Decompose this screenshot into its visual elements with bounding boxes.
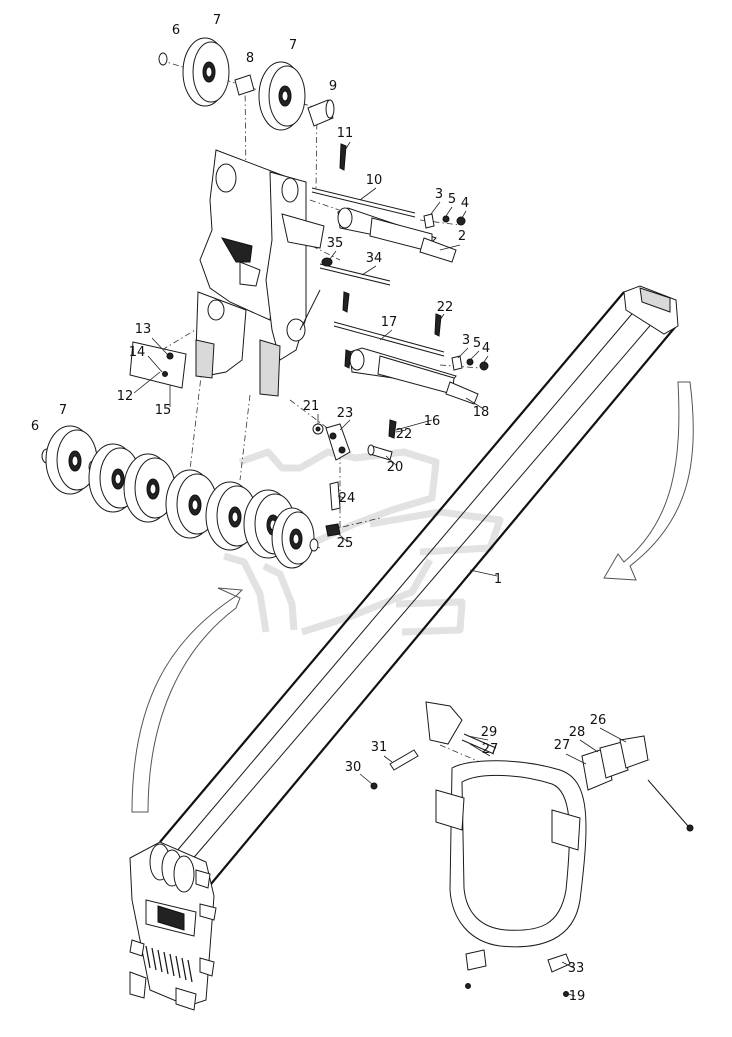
boom-head-frame (195, 149, 325, 397)
cylinder-2 (337, 207, 461, 263)
callout-6: 6 (31, 419, 39, 434)
callout-20: 20 (387, 460, 404, 475)
plate-24 (329, 481, 345, 511)
nut-35 (321, 250, 337, 267)
callout-7: 7 (213, 13, 221, 28)
callout-27: 27 (554, 738, 571, 753)
callout-15: 15 (155, 403, 172, 418)
callout-17: 17 (381, 315, 398, 330)
callout-23: 23 (337, 406, 354, 421)
main-boom-1 (159, 285, 679, 891)
lower-sheave-stack (41, 425, 319, 569)
cover-plate-15 (129, 337, 187, 407)
assembly-centerlines (59, 59, 650, 763)
bushing-8 (234, 74, 255, 96)
callout-5: 5 (448, 192, 456, 207)
callout-13: 13 (135, 322, 152, 337)
pin-20 (367, 444, 397, 466)
pin-34 (319, 263, 391, 286)
callout-labels: 1233445566777891011121314151617181920212… (31, 13, 606, 1004)
flow-arrow-left (131, 587, 244, 813)
cylinder-18 (349, 347, 483, 409)
callout-33: 33 (568, 961, 585, 976)
washers-3-5-4-top (423, 201, 467, 229)
callout-12: 12 (117, 389, 134, 404)
callout-34: 34 (366, 251, 383, 266)
callout-7: 7 (59, 403, 67, 418)
callout-30: 30 (345, 760, 362, 775)
callout-21: 21 (303, 399, 320, 414)
callout-4: 4 (482, 341, 490, 356)
callout-24: 24 (339, 491, 356, 506)
callout-3: 3 (435, 187, 443, 202)
pin-10 (311, 187, 416, 218)
rod-17 (333, 321, 445, 357)
washers-3-5-4-bottom (451, 347, 489, 371)
callout-1: 1 (494, 572, 502, 587)
callout-8: 8 (246, 51, 254, 66)
link-plate-23 (325, 419, 351, 461)
callout-16: 16 (424, 414, 441, 429)
callout-22: 22 (437, 300, 454, 315)
callout-35: 35 (327, 236, 344, 251)
callout-29: 29 (481, 725, 498, 740)
boom-base-assembly (129, 841, 217, 1011)
callout-6: 6 (172, 23, 180, 38)
callout-4: 4 (461, 196, 469, 211)
cotter-pins-22 (342, 291, 445, 439)
callout-7: 7 (289, 38, 297, 53)
flow-arrow-right (603, 381, 694, 581)
callout-10: 10 (366, 173, 383, 188)
retaining-ring-6 (158, 52, 168, 66)
callout-9: 9 (329, 79, 337, 94)
callout-11: 11 (337, 126, 354, 141)
callout-31: 31 (371, 740, 388, 755)
callout-18: 18 (473, 405, 490, 420)
callout-27: 27 (482, 742, 499, 757)
callout-3: 3 (462, 333, 470, 348)
callout-28: 28 (569, 725, 586, 740)
callout-5: 5 (473, 336, 481, 351)
cotter-pin-11 (339, 141, 351, 171)
callout-19: 19 (569, 989, 586, 1004)
callout-22: 22 (396, 427, 413, 442)
callout-2: 2 (458, 229, 466, 244)
nut-25 (325, 523, 349, 543)
callout-14: 14 (129, 345, 146, 360)
cable-guide-assembly (359, 701, 694, 997)
callout-25: 25 (337, 536, 354, 551)
top-sheave-group (158, 37, 335, 131)
washer-21 (312, 414, 324, 435)
callout-26: 26 (590, 713, 607, 728)
